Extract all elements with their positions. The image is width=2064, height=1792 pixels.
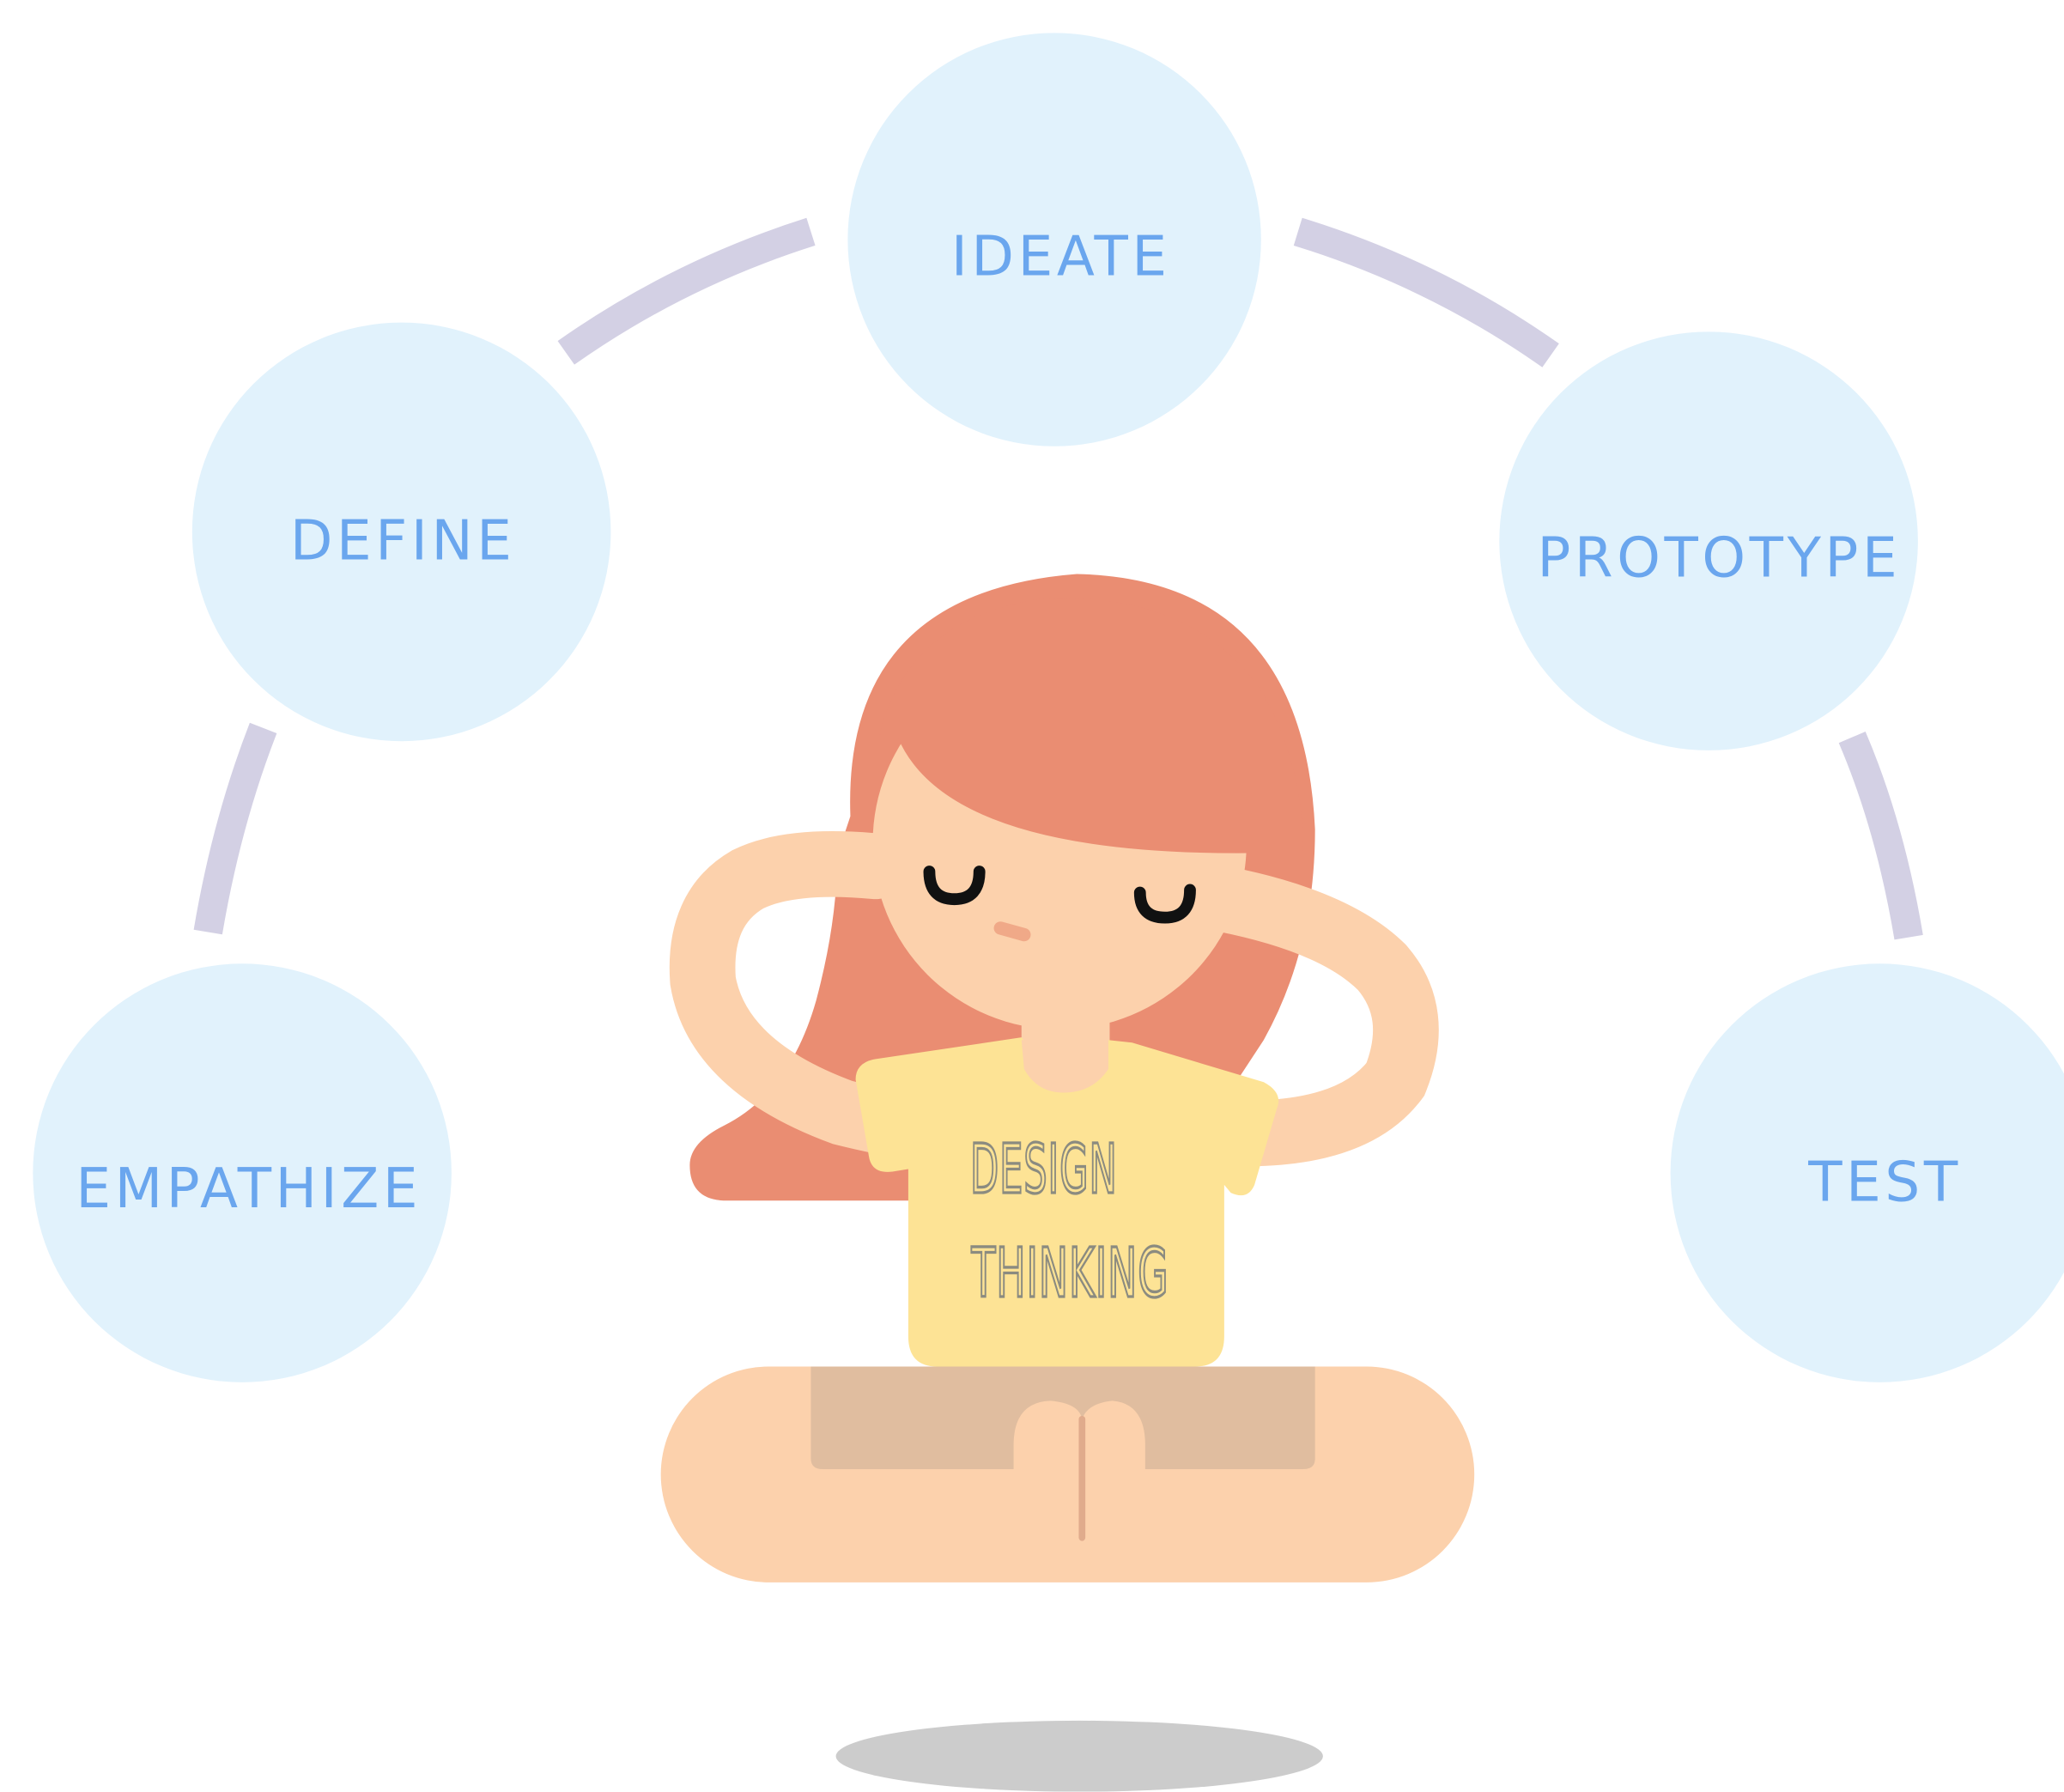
nose bbox=[993, 921, 1031, 942]
arc-ideate-prototype bbox=[1293, 217, 1559, 368]
prototype-label: PROTOTYPE bbox=[1537, 526, 1901, 591]
connector-arcs bbox=[193, 217, 1923, 940]
stage-labels: EMPATHIZE DEFINE IDEATE PROTOTYPE TEST bbox=[76, 224, 1962, 1221]
shirt-text-line2: THINKING bbox=[971, 1233, 1169, 1313]
floor-shadow bbox=[835, 1720, 1323, 1792]
meditating-character-illustration: DESIGN THINKING bbox=[660, 574, 1475, 1582]
test-label: TEST bbox=[1807, 1150, 1962, 1214]
neck-front bbox=[1021, 1040, 1108, 1093]
left-eye bbox=[923, 866, 986, 906]
arc-prototype-test bbox=[1838, 731, 1923, 940]
right-arm bbox=[1191, 866, 1439, 1167]
stage-circles bbox=[33, 33, 2064, 1382]
left-arm bbox=[669, 831, 955, 1160]
define-circle bbox=[191, 322, 611, 742]
shirt-left-sleeve bbox=[855, 1037, 1279, 1196]
right-eye bbox=[1133, 884, 1196, 924]
arc-define-ideate bbox=[557, 217, 816, 365]
prototype-circle bbox=[1499, 331, 1918, 750]
empathize-label: EMPATHIZE bbox=[76, 1157, 422, 1221]
empathize-circle bbox=[33, 963, 452, 1382]
test-circle bbox=[1670, 963, 2064, 1382]
arc-empathize-define bbox=[193, 722, 277, 935]
define-label: DEFINE bbox=[290, 509, 516, 574]
shirt-text-line1: DESIGN bbox=[970, 1129, 1118, 1209]
hair-bangs bbox=[879, 598, 1303, 853]
ideate-label: IDEATE bbox=[951, 224, 1171, 289]
ideate-circle bbox=[847, 33, 1261, 446]
